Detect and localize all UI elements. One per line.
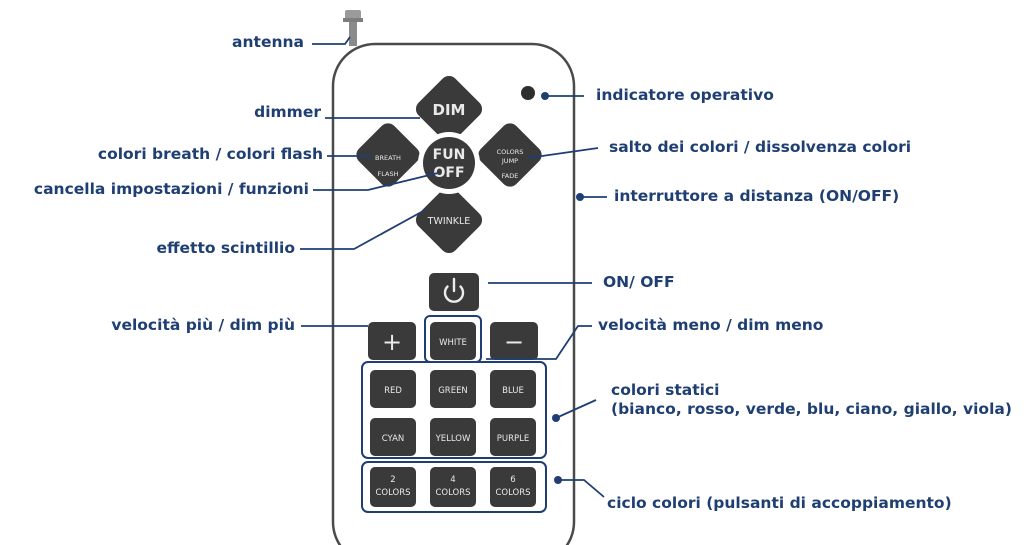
fun-off-button[interactable]: [423, 137, 475, 189]
2-colors-number: 2: [390, 475, 395, 485]
leader-twinkle: [300, 209, 426, 250]
leader-speed-minus: [486, 325, 592, 360]
static-colors-outline: [361, 361, 547, 459]
dim-button[interactable]: [412, 72, 486, 146]
minus-text: −: [504, 328, 524, 356]
6-colors-button[interactable]: [490, 467, 536, 507]
label-remote-switch: interruttore a distanza (ON/OFF): [614, 187, 900, 205]
cyan-text: CYAN: [382, 434, 405, 444]
yellow-text: YELLOW: [435, 434, 471, 444]
leader-lines: [300, 36, 607, 498]
label-dimmer: dimmer: [254, 103, 321, 121]
4-colors-number: 4: [450, 475, 455, 485]
power-icon: [443, 285, 465, 303]
leader-cancel: [313, 172, 439, 191]
plus-text: +: [382, 328, 402, 356]
fade-text: FADE: [502, 172, 519, 180]
blue-button[interactable]: [490, 370, 536, 408]
twinkle-text: TWINKLE: [427, 216, 471, 227]
power-button[interactable]: [429, 273, 479, 311]
label-jump-fade: salto dei colori / dissolvenza colori: [609, 138, 912, 156]
cycle-outline: [361, 461, 547, 513]
dot-cycle: [554, 476, 562, 484]
4-colors-text: COLORS: [435, 488, 470, 498]
white-text: WHITE: [439, 338, 467, 348]
plus-button[interactable]: [368, 322, 416, 360]
leader-dots: [541, 92, 584, 484]
4-colors-button[interactable]: [430, 467, 476, 507]
leader-antenna: [312, 36, 351, 45]
colors-jump-fade-button[interactable]: [475, 120, 546, 191]
label-static-colors: colori statici (bianco, rosso, verde, bl…: [611, 381, 1012, 418]
dot-remote-switch: [576, 193, 584, 201]
label-breath-flash: colori breath / colori flash: [97, 145, 323, 163]
leader-cycle: [558, 479, 605, 498]
label-cancel: cancella impostazioni / funzioni: [33, 180, 309, 198]
antenna-graphic: [343, 10, 363, 46]
label-speed-plus: velocità più / dim più: [111, 316, 295, 334]
purple-button[interactable]: [490, 418, 536, 456]
off-text: OFF: [433, 165, 464, 181]
dot-static: [552, 414, 560, 422]
6-colors-text: COLORS: [495, 488, 530, 498]
jump-text: JUMP: [501, 157, 518, 165]
dot-indicator: [541, 92, 549, 100]
breath-text: BREATH: [375, 154, 401, 162]
red-text: RED: [384, 386, 402, 396]
2-colors-text: COLORS: [375, 488, 410, 498]
yellow-button[interactable]: [430, 418, 476, 456]
white-button[interactable]: [430, 322, 476, 360]
red-button[interactable]: [370, 370, 416, 408]
label-antenna: antenna: [232, 33, 304, 51]
label-on-off: ON/ OFF: [603, 273, 675, 291]
label-twinkle: effetto scintillio: [156, 239, 295, 257]
fun-text: FUN: [433, 147, 466, 163]
label-speed-minus: velocità meno / dim meno: [598, 316, 824, 334]
6-colors-number: 6: [510, 475, 515, 485]
label-cycle: ciclo colori (pulsanti di accoppiamento): [607, 494, 952, 512]
minus-button[interactable]: [490, 322, 538, 360]
leader-static: [555, 399, 597, 419]
breath-flash-button[interactable]: [353, 120, 424, 191]
leader-jump: [527, 147, 599, 159]
twinkle-button[interactable]: [412, 183, 486, 257]
flash-text: FLASH: [378, 170, 399, 178]
purple-text: PURPLE: [497, 434, 530, 444]
indicator-led: [521, 86, 535, 100]
green-text: GREEN: [438, 386, 468, 396]
green-button[interactable]: [430, 370, 476, 408]
blue-text: BLUE: [502, 386, 524, 396]
cyan-button[interactable]: [370, 418, 416, 456]
dim-text: DIM: [433, 101, 466, 119]
label-indicator: indicatore operativo: [596, 86, 774, 104]
colors-text: COLORS: [497, 148, 524, 156]
2-colors-button[interactable]: [370, 467, 416, 507]
